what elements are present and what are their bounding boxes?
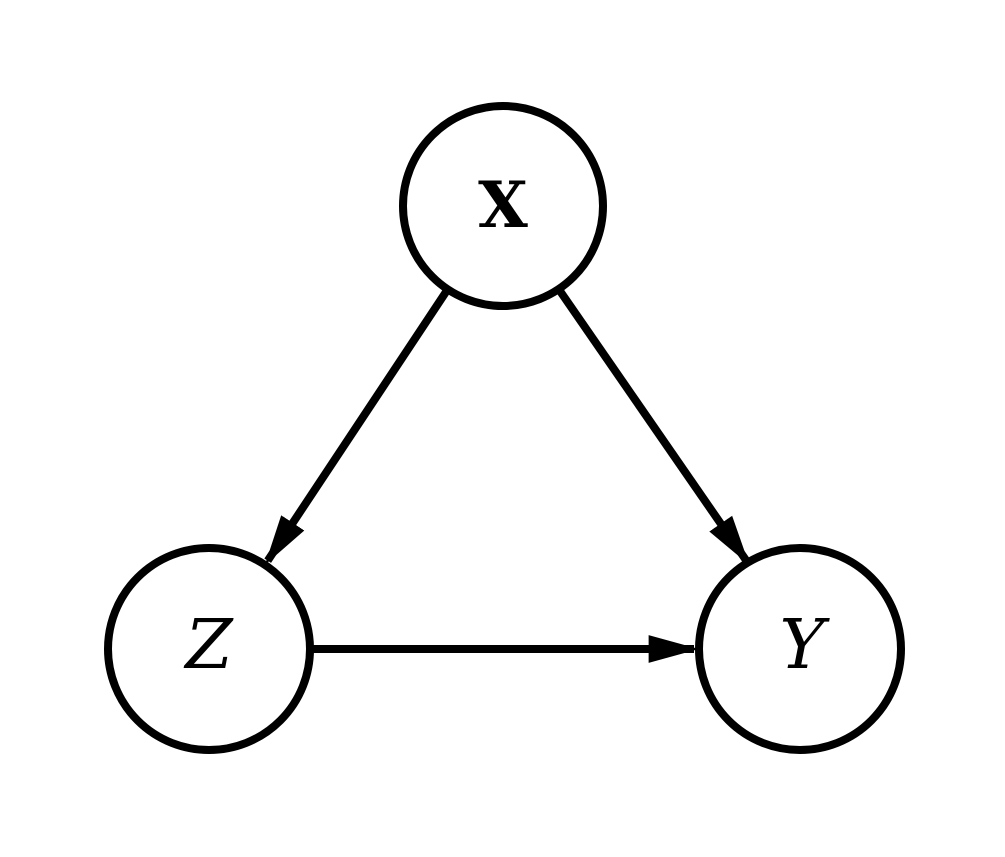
node-x-label: X [478, 168, 528, 243]
node-y: Y [695, 544, 905, 754]
node-z-label: Z [183, 606, 234, 685]
node-x: X [399, 102, 607, 310]
edge-x-to-y [555, 286, 750, 566]
node-z: Z [104, 544, 314, 754]
edge-x-to-z [264, 287, 452, 565]
node-x-circle [399, 102, 607, 310]
node-y-label: Y [780, 606, 831, 685]
node-y-circle [695, 544, 905, 754]
node-z-circle [104, 544, 314, 754]
